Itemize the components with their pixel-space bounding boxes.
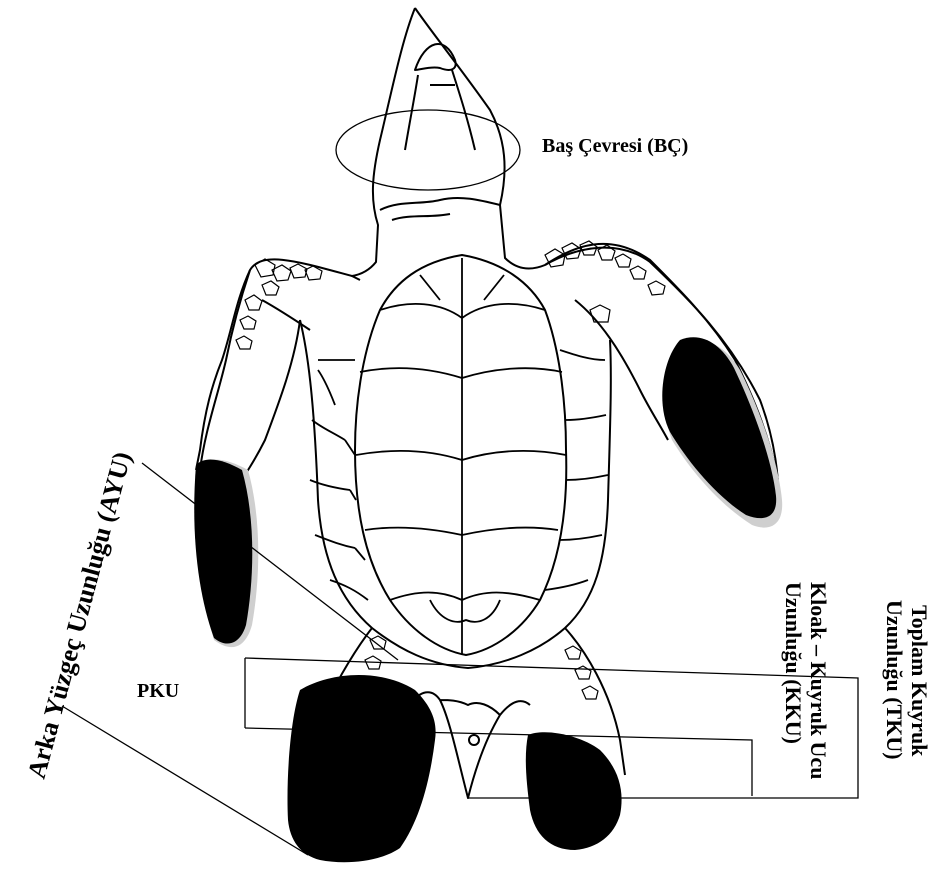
turtle-beak — [405, 44, 475, 150]
carapace-outline — [355, 255, 566, 655]
pku-label: PKU — [137, 680, 179, 702]
cloaca — [469, 735, 479, 745]
flipper-dark-regions — [194, 337, 782, 862]
total-tail-length-label-line1: Toplam Kuyruk — [907, 605, 932, 757]
neck-folds — [380, 198, 500, 220]
cloaca-tail-length-label-line1: Kloak – Kuyruk Ucu — [806, 582, 831, 779]
front-flipper-left — [200, 270, 310, 490]
rear-flipper-left — [288, 675, 436, 862]
turtle-body-outline — [196, 244, 778, 775]
rear-flipper-right — [526, 732, 622, 850]
hind-flipper-length-label: Arka Yüzgeç Uzunluğu (AYU) — [22, 449, 137, 782]
head-circumference-ellipse — [336, 110, 520, 190]
marginal-scutes-right — [545, 350, 608, 590]
marginal-scutes-left — [310, 360, 368, 600]
total-tail-length-label-line2: Uzunluğu (TKU) — [882, 600, 907, 760]
hind-flipper-line-upper — [142, 463, 398, 660]
scale-texture — [236, 241, 665, 749]
head-circumference-label: Baş Çevresi (BÇ) — [542, 135, 688, 157]
front-flipper-left-tip — [194, 460, 252, 644]
cloaca-tail-length-label-line2: Uzunluğu (KKU) — [781, 582, 806, 744]
